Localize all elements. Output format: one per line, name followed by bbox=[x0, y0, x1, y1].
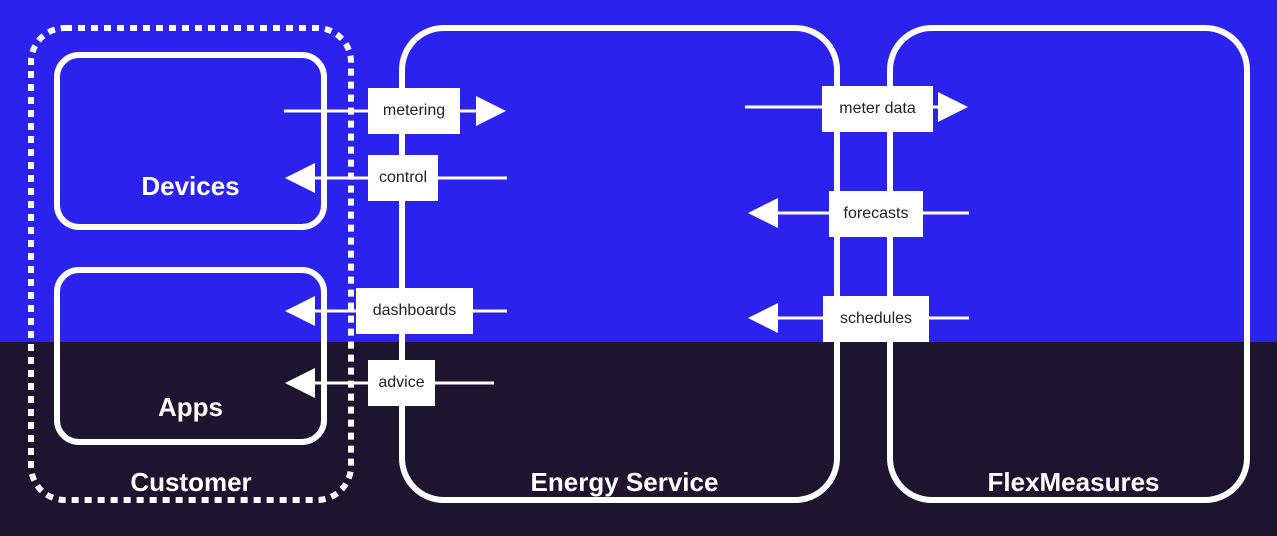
dashboards-edge-label: dashboards bbox=[356, 288, 473, 334]
energy-service-label: Energy Service bbox=[530, 467, 719, 497]
flexmeasures-label: FlexMeasures bbox=[987, 467, 1160, 497]
customer-label: Customer bbox=[130, 467, 252, 497]
forecasts-edge-label: forecasts bbox=[829, 191, 923, 237]
devices-box[interactable] bbox=[54, 52, 327, 230]
metering-edge-label: metering bbox=[368, 88, 460, 134]
flexmeasures-box[interactable] bbox=[887, 25, 1250, 503]
meter-data-edge-label: meter data bbox=[822, 86, 933, 132]
energy-service-box[interactable] bbox=[399, 25, 840, 503]
schedules-edge-label: schedules bbox=[823, 296, 929, 342]
devices-label: Devices bbox=[141, 171, 240, 201]
advice-edge-label: advice bbox=[368, 360, 435, 406]
customer-group-border bbox=[28, 25, 354, 503]
apps-box[interactable] bbox=[54, 267, 327, 445]
apps-label: Apps bbox=[158, 392, 223, 422]
control-edge-label: control bbox=[368, 155, 438, 201]
